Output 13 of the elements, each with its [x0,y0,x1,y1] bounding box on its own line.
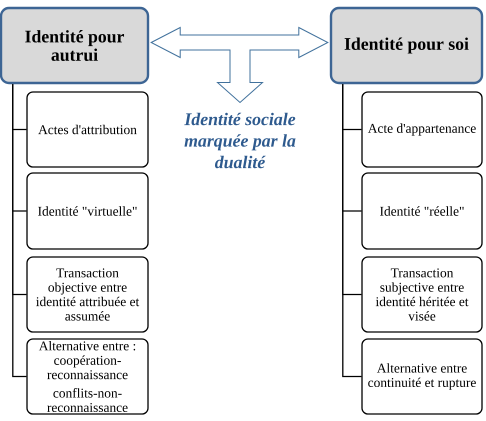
caption-text: Identité sociale marquée par la dualité [184,112,296,168]
rounded-box: Alternative entre continuité et rupture [361,338,483,415]
heading-box: Identité pour autrui [0,6,150,84]
rounded-box: Identité "réelle" [361,172,483,250]
connector-line [342,84,362,378]
rounded-box: Actes d'attribution [26,91,149,168]
rounded-box: Transaction objective entre identité attribuée et assumée [26,256,149,333]
heading-box: Identité pour soi [330,6,484,84]
connector-line [12,84,26,378]
rounded-box: Acte d'appartenance [361,91,483,168]
rounded-box: Alternative entre : coopération-reconnaissance conflits-non-reconnaissance [26,338,149,415]
rounded-box: Identité "virtuelle" [26,172,149,250]
rounded-box: Transaction subjective entre identité héritée et visée [361,256,483,333]
